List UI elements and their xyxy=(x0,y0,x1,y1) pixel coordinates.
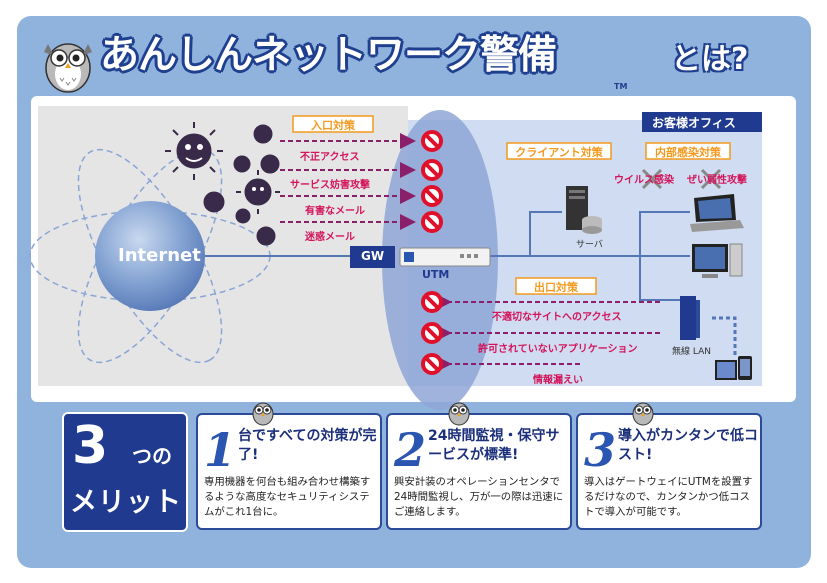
merit-heading: 導入がカンタンで低コスト! xyxy=(618,428,758,463)
utm-device xyxy=(399,247,491,267)
merits-tsu: つの xyxy=(132,444,172,468)
laptop-icon xyxy=(690,194,744,232)
merit-body: 興安計装のオペレーションセンタで24時間監視し、万が一の際は迅速にご連絡します。 xyxy=(394,476,564,518)
gateway-label: GW xyxy=(361,249,385,263)
virus-icon xyxy=(165,122,280,246)
merit-number: 1 xyxy=(204,423,237,477)
inbound-label-box xyxy=(292,115,374,133)
page-title: あんしんネットワーク警備 xyxy=(100,33,557,78)
merits-badge: 3 つの メリット xyxy=(62,412,188,532)
desktop-icon xyxy=(692,243,743,278)
client-label-box xyxy=(506,142,612,160)
owl-small-icon xyxy=(448,402,470,426)
client-label: クライアント対策 xyxy=(515,146,603,159)
merit-number: 3 xyxy=(584,423,617,477)
merit-card: 1 台ですべての対策が完了! 専用機器を何台も組み合わせ構築するような高度なセキ… xyxy=(196,413,382,530)
owl-mascot-icon xyxy=(44,43,92,93)
cross-mark-icon xyxy=(641,168,722,190)
trademark-mark: TM xyxy=(614,82,628,91)
server-icon xyxy=(566,186,602,234)
utm-label: UTM xyxy=(422,268,450,281)
inbound-arrows xyxy=(280,133,416,230)
office-label-box xyxy=(642,112,762,132)
threat-label: ウイルス感染 xyxy=(614,175,674,186)
merit-heading: 24時間監視・保守サービスが標準! xyxy=(428,428,560,463)
merit-body: 専用機器を何台も組み合わせ構築するような高度なセキュリティシステムがこれ1台に。 xyxy=(204,476,371,518)
threat-label: 迷惑メール xyxy=(305,232,355,243)
internal-label: 内部感染対策 xyxy=(655,146,721,159)
threat-label: 許可されていないアプリケーション xyxy=(478,344,638,355)
merits-word: メリット xyxy=(70,487,182,518)
merit-heading: 台ですべての対策が完了! xyxy=(238,428,377,463)
network-lines xyxy=(205,211,690,301)
page-title-suffix: とは? xyxy=(671,42,749,77)
gateway-box xyxy=(350,246,395,268)
merit-body: 導入はゲートウェイにUTMを設置するだけなので、カンタンかつ低コストで導入が可能… xyxy=(584,476,753,518)
internal-label-box xyxy=(645,142,731,160)
virus-face-icon xyxy=(185,144,264,191)
owl-small-icon xyxy=(252,402,274,426)
tablet-icon xyxy=(715,356,752,380)
outbound-label-box xyxy=(515,277,597,295)
merit-card: 3 導入がカンタンで低コスト! 導入はゲートウェイにUTMを設置するだけなので、… xyxy=(576,413,762,530)
internet-label: Internet xyxy=(118,245,201,266)
threat-label: ぜい弱性攻撃 xyxy=(687,175,747,186)
inbound-label: 入口対策 xyxy=(311,119,355,132)
outbound-label: 出口対策 xyxy=(534,281,578,294)
wlan-label: 無線 LAN xyxy=(672,347,711,357)
threat-label: 不適切なサイトへのアクセス xyxy=(492,312,622,323)
internet-globe xyxy=(95,201,205,311)
merit-number: 2 xyxy=(394,423,427,477)
outbound-arrows xyxy=(436,294,660,372)
server-label: サーバ xyxy=(576,240,603,250)
merit-card: 2 24時間監視・保守サービスが標準! 興安計装のオペレーションセンタで24時間… xyxy=(386,413,572,530)
threat-label: 不正アクセス xyxy=(300,152,360,163)
office-label: お客様オフィス xyxy=(652,116,736,130)
threat-label: 情報漏えい xyxy=(533,375,583,386)
threat-label: サービス妨害攻撃 xyxy=(290,180,370,191)
threat-label: 有害なメール xyxy=(305,206,365,217)
merits-number: 3 xyxy=(72,416,109,476)
owl-small-icon xyxy=(632,402,654,426)
wireless-router-icon xyxy=(680,296,700,340)
